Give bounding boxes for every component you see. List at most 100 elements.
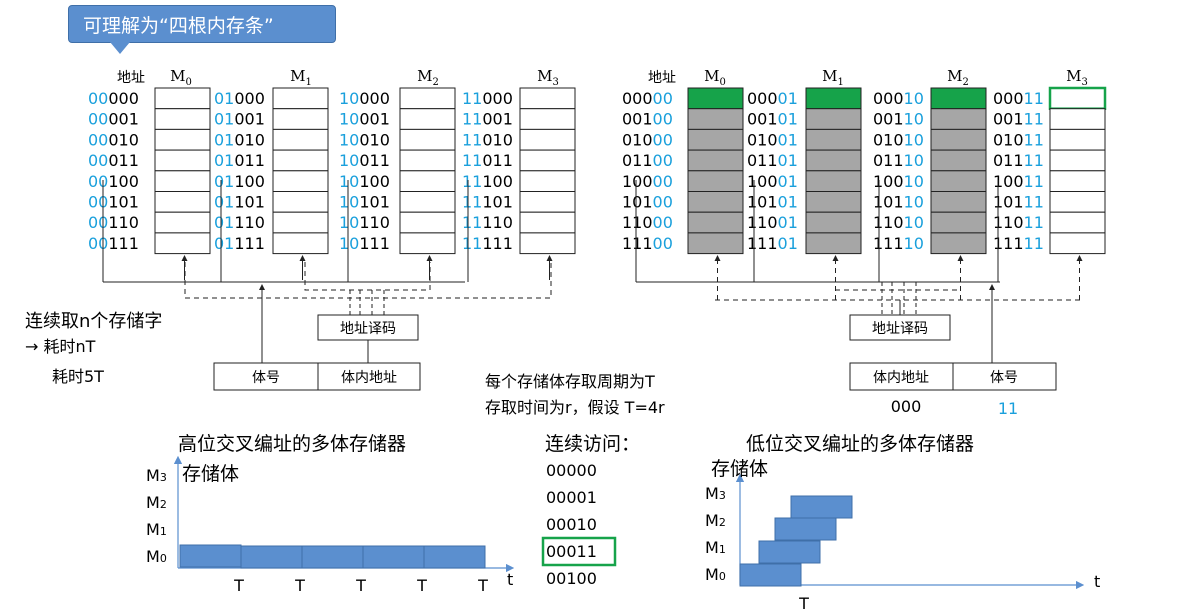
- right-module-label-1: M1: [822, 67, 844, 88]
- left-field-bank: 体号: [252, 370, 280, 386]
- right-address: 11111: [993, 234, 1044, 253]
- low-row-label: M0: [705, 565, 726, 584]
- left-cell: [399, 149, 456, 172]
- left-address: 10110: [339, 213, 390, 232]
- low-bar: [758, 540, 821, 564]
- left-cell: [272, 149, 329, 172]
- left-cell: [154, 108, 211, 130]
- left-address: 10011: [339, 151, 390, 170]
- right-address: 01100: [622, 151, 673, 170]
- right-address: 10100: [622, 193, 673, 212]
- left-cell: [154, 191, 211, 213]
- sequence-item: 00010: [546, 515, 597, 534]
- right-cell: [930, 232, 987, 255]
- left-module-label-2: M2: [417, 67, 439, 88]
- high-tick-label: T: [416, 576, 427, 595]
- right-address: 00110: [873, 110, 924, 129]
- left-select-bus-inner: [304, 262, 431, 291]
- left-field-offset: 体内地址: [341, 370, 397, 386]
- right-cell: [687, 108, 744, 130]
- right-address: 10010: [873, 172, 924, 191]
- left-address: 01001: [214, 110, 265, 129]
- right-cell: [805, 232, 862, 255]
- right-cell: [805, 87, 862, 110]
- right-module-label-2: M2: [947, 67, 969, 88]
- callout-tail: [110, 42, 130, 54]
- right-cell: [930, 87, 987, 110]
- left-cell: [154, 232, 211, 255]
- left-cell: [272, 87, 329, 110]
- left-address: 10000: [339, 89, 390, 108]
- left-cell: [519, 149, 576, 172]
- sequence-title: 连续访问：: [545, 433, 640, 455]
- high-row-label: M2: [146, 493, 167, 512]
- left-cell: [399, 232, 456, 255]
- right-address: 11011: [993, 213, 1044, 232]
- right-cell: [930, 149, 987, 172]
- left-address: 11100: [462, 172, 513, 191]
- right-cell: [930, 108, 987, 130]
- left-address: 00101: [88, 193, 139, 212]
- left-address: 10101: [339, 193, 390, 212]
- right-address: 11001: [747, 213, 798, 232]
- right-address: 00010: [873, 89, 924, 108]
- right-cell: [805, 191, 862, 213]
- high-bar: [179, 544, 242, 568]
- right-cell: [805, 211, 862, 234]
- left-address: 11101: [462, 193, 513, 212]
- right-address: 00111: [993, 110, 1044, 129]
- right-address: 00000: [622, 89, 673, 108]
- left-address: 11111: [462, 234, 513, 253]
- left-address: 01011: [214, 151, 265, 170]
- left-addr-header: 地址: [117, 70, 145, 86]
- left-cell: [519, 128, 576, 151]
- left-cell: [272, 211, 329, 234]
- note-consecutive-n: 连续取n个存储字: [25, 311, 162, 332]
- left-cell: [399, 191, 456, 213]
- right-cell: [1049, 232, 1106, 255]
- right-cell: [805, 170, 862, 193]
- right-addr-header: 地址: [648, 70, 676, 86]
- left-module-label-0: M0: [170, 67, 192, 88]
- right-address: 11010: [873, 213, 924, 232]
- right-cell: [1049, 128, 1106, 151]
- left-address: 00010: [88, 130, 139, 149]
- right-address: 11110: [873, 234, 924, 253]
- note-cycle-line2: 存取时间为r，假设 T=4r: [485, 398, 665, 417]
- high-axis-label: t: [507, 570, 513, 589]
- note-cycle-line1: 每个存储体存取周期为T: [485, 372, 655, 391]
- right-cell: [687, 191, 744, 213]
- high-chart-title: 高位交叉编址的多体存储器: [178, 433, 406, 455]
- left-address: 00011: [88, 151, 139, 170]
- right-cell: [687, 211, 744, 234]
- left-cell: [399, 108, 456, 130]
- right-cell: [1049, 149, 1106, 172]
- low-bar: [739, 563, 802, 587]
- right-cell: [930, 128, 987, 151]
- left-cell: [399, 87, 456, 110]
- left-cell: [154, 128, 211, 151]
- left-cell: [272, 128, 329, 151]
- left-cell: [154, 149, 211, 172]
- right-address: 10000: [622, 172, 673, 191]
- left-address: 00000: [88, 89, 139, 108]
- right-module-label-3: M3: [1066, 67, 1088, 88]
- right-cell: [1048, 86, 1107, 110]
- right-field-offset-value: 000: [891, 397, 922, 416]
- high-row-label: M3: [146, 466, 167, 485]
- high-bar: [362, 545, 425, 569]
- left-address: 10010: [339, 130, 390, 149]
- left-address: 11010: [462, 130, 513, 149]
- right-address: 01010: [873, 130, 924, 149]
- right-address: 10001: [747, 172, 798, 191]
- note-consume-nT: → 耗时nT: [25, 337, 96, 356]
- low-bar: [774, 517, 837, 541]
- left-address-register: [213, 362, 421, 391]
- left-address: 00001: [88, 110, 139, 129]
- right-address: 10011: [993, 172, 1044, 191]
